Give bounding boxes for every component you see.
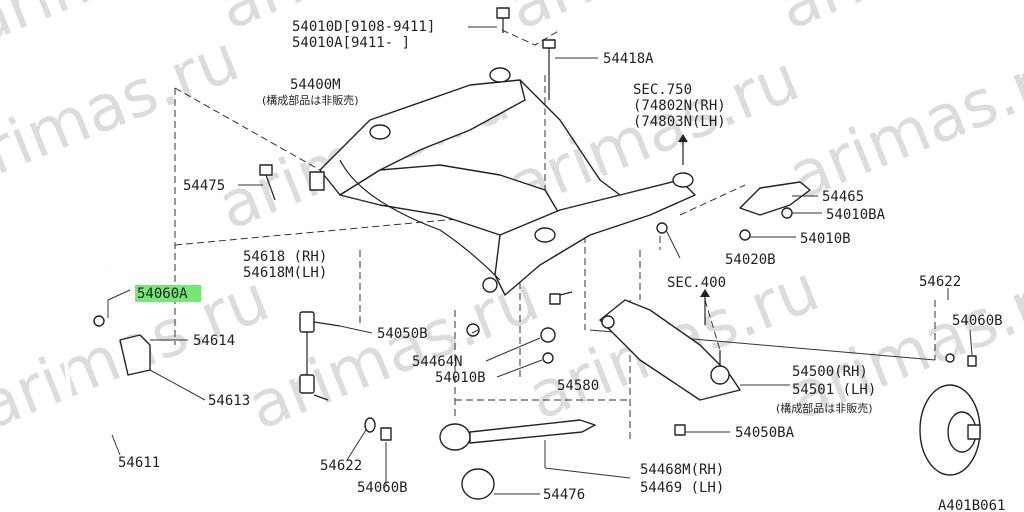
bolt-54475 [259,164,276,201]
label-54010b-mid: 54010B [435,370,486,386]
label-54418a: 54418A [603,51,654,67]
leader-lines [107,26,973,495]
label-54611: 54611 [118,455,160,471]
label-54622-bottom: 54622 [320,458,362,474]
tension-rod-54468m [439,419,596,500]
label-54050b: 54050B [377,326,428,342]
label-sec750: SEC.750 [633,82,692,98]
label-54618m: 54618M(LH) [243,265,327,281]
label-54060b-right: 54060B [952,313,1003,329]
label-note-2: (構成部品は非販売) [776,401,873,415]
label-54476: 54476 [543,487,585,503]
lower-arm-54500 [599,299,741,401]
label-54618: 54618 (RH) [243,249,327,265]
label-54465: 54465 [822,189,864,205]
label-54469: 54469 (LH) [640,480,724,496]
label-54475: 54475 [183,178,225,194]
bolt-54418a [542,39,556,100]
label-diagram-code: A401B061 [938,498,1005,512]
label-54580: 54580 [557,378,599,394]
label-54464n: 54464N [412,354,463,370]
label-sec400: SEC.400 [667,275,726,291]
label-54468m: 54468M(RH) [640,462,724,478]
label-54010a: 54010A[9411- ] [292,35,410,51]
stabilizer-bar-54611 [47,263,351,445]
label-54010d: 54010D[9108-9411] [292,19,435,35]
labels: 54010D[9108-9411] 54010A[9411- ] 54418A … [118,19,1005,512]
label-54060b-bottom: 54060B [357,480,408,496]
highlight-54060a [135,285,201,302]
label-54010ba-top: 54010BA [826,207,886,223]
label-74802n: (74802N(RH) [633,98,726,114]
label-54010b-top: 54010B [800,231,851,247]
label-54050ba: 54050BA [735,425,795,441]
label-54501: 54501 (LH) [792,382,876,398]
label-54614: 54614 [193,333,235,349]
label-54400m: 54400M [290,77,341,93]
subframe-54400m [309,67,696,296]
label-54060a: 54060A [137,286,188,302]
stabilizer-link-54618 [299,311,341,401]
brake-rotor [919,353,981,476]
label-74803n: (74803N(LH) [633,114,726,130]
bolt-54010d [496,7,510,33]
arrows [678,134,710,325]
label-54020b: 54020B [725,252,776,268]
washers-and-nuts [364,291,686,441]
watermark: arimas.ru [778,32,1024,215]
watermark: arimas.ru [768,0,1024,45]
label-54622-right: 54622 [919,274,961,290]
label-54500: 54500(RH) [792,364,868,380]
label-note-1: (構成部品は非販売) [262,93,359,107]
label-54613: 54613 [208,393,250,409]
watermark: arimas.ru [498,0,809,45]
